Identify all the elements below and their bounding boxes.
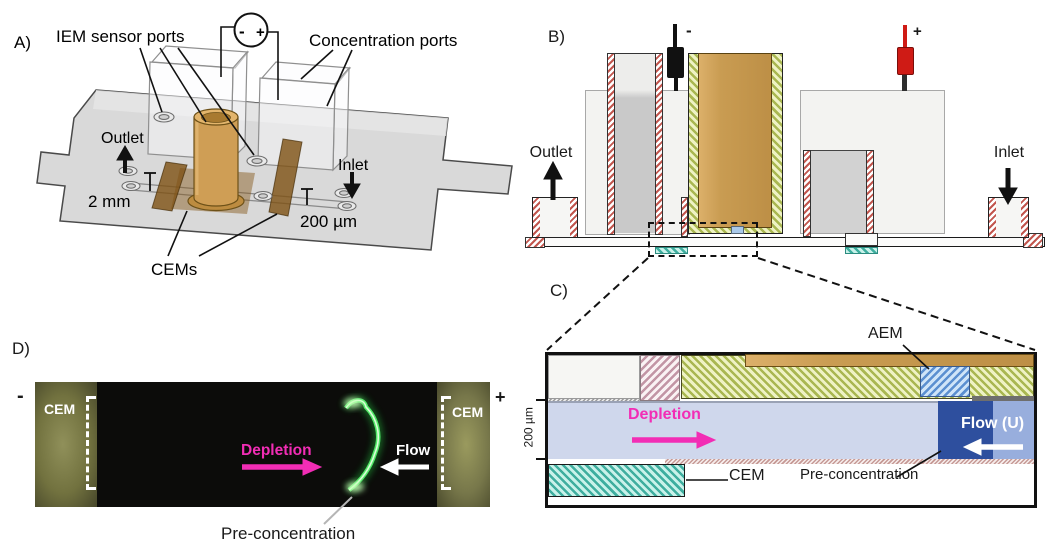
sensor-reservoir-wall-right <box>655 53 663 235</box>
concentration-reservoir-cube <box>257 61 352 172</box>
cathode-stem <box>673 24 677 49</box>
outlet-port <box>532 197 578 238</box>
anode-electrode <box>897 47 914 75</box>
preconcentration-label-c: Pre-concentration <box>800 466 919 483</box>
aem-column-interior <box>698 53 772 228</box>
zoom-connector-lines <box>546 257 1036 351</box>
aem-membrane <box>920 366 970 397</box>
panel-b-letter: B) <box>548 27 565 46</box>
concentration-ports-label: Concentration ports <box>309 31 457 50</box>
outlet-label-a: Outlet <box>101 130 144 147</box>
cem-membrane-strips <box>151 138 303 217</box>
scale-200um-label-c: 200 µm <box>521 407 536 448</box>
channel-bottom-wall <box>665 459 1034 464</box>
outlet-port-wall-right <box>570 198 577 237</box>
pointer-lines <box>139 47 353 257</box>
cem-bracket-right-tick-bottom <box>441 487 451 490</box>
base-end-left <box>525 237 545 248</box>
cem-bracket-right-tick-top <box>441 396 451 399</box>
scale-tick-bottom <box>536 458 545 460</box>
psu-minus-label: - <box>239 22 245 41</box>
inner-reservoir-wall-right <box>866 150 874 237</box>
aem-label: AEM <box>868 325 903 342</box>
flow-label-c: Flow (U) <box>961 415 1025 432</box>
outlet-label-b: Outlet <box>529 144 573 161</box>
scale-200um-label-a: 200 µm <box>300 212 357 231</box>
plus-label-d: + <box>495 387 506 407</box>
outlet-arrow-icon <box>116 144 134 173</box>
preconcentration-label-d: Pre-concentration <box>221 524 356 543</box>
inlet-label-a: Inlet <box>338 157 369 174</box>
cathode-minus-label: - <box>686 21 692 40</box>
power-supply-icon: - + <box>220 12 279 100</box>
anode-tip <box>902 75 907 91</box>
cem-label-c: CEM <box>729 467 765 484</box>
via-right <box>845 233 878 246</box>
sensor-cylinder <box>187 108 245 212</box>
panel-a-letter: A) <box>14 33 31 52</box>
cems-label: CEMs <box>151 260 197 279</box>
cem-bracket-left <box>86 396 89 490</box>
depletion-label-c: Depletion <box>628 406 701 423</box>
cem-bracket-left-tick-top <box>86 396 96 399</box>
dimension-ticks <box>144 172 313 205</box>
cathode-tip <box>674 77 678 91</box>
inlet-port <box>988 197 1029 238</box>
cem-patch-left <box>655 247 688 254</box>
scale-tick-top <box>536 399 545 401</box>
cem-patch-right <box>845 247 878 254</box>
glass-block <box>548 355 640 399</box>
cem-membrane-section <box>548 464 685 497</box>
anode-stem <box>903 25 907 48</box>
cem-label-d-left: CEM <box>44 401 76 417</box>
panel-c-letter: C) <box>550 281 568 300</box>
cem-label-d-right: CEM <box>452 404 484 420</box>
cem-bracket-right <box>441 396 444 490</box>
micrograph-image <box>35 382 490 507</box>
inlet-label-b: Inlet <box>993 144 1025 161</box>
plate-highlight <box>93 90 448 136</box>
minus-label-d: - <box>17 385 24 407</box>
cathode-electrode <box>667 47 684 78</box>
cem-region-right <box>437 382 490 507</box>
sensor-reservoir-liquid <box>615 53 655 233</box>
membrane-cap-bar <box>745 354 1034 367</box>
panel-d-letter: D) <box>12 339 30 358</box>
depletion-label-d: Depletion <box>241 442 312 459</box>
reservoir-wall-section <box>640 355 680 401</box>
outlet-arrow-icon-b <box>543 160 563 200</box>
inlet-port-wall-right <box>1021 198 1028 237</box>
zoom-region-outline <box>648 222 758 257</box>
iem-sensor-ports-label: IEM sensor ports <box>56 27 185 46</box>
inlet-port-wall-left <box>989 198 996 237</box>
flow-label-d: Flow <box>396 442 431 459</box>
channel-top-wall-right <box>972 396 1034 401</box>
sensor-reservoir-wall-left <box>607 53 615 235</box>
inner-reservoir-liquid <box>811 150 866 233</box>
sensor-port-wall <box>681 197 688 237</box>
cem-bracket-left-tick-bottom <box>86 487 96 490</box>
inner-reservoir-wall-left <box>803 150 811 237</box>
chip-base-plate <box>525 237 1045 247</box>
anode-plus-label: + <box>913 23 922 40</box>
psu-plus-label: + <box>256 24 265 41</box>
panel-a-illustration: - + A) IEM sensor ports Co <box>14 12 513 279</box>
outlet-port-wall-left <box>533 198 540 237</box>
channel-window <box>731 226 744 234</box>
inlet-arrow-icon <box>343 172 361 200</box>
scale-2mm-label: 2 mm <box>88 192 131 211</box>
